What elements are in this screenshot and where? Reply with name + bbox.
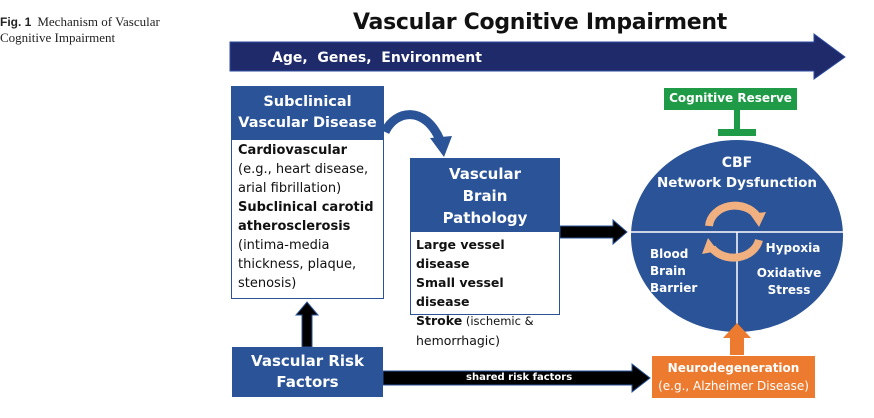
brain-label: Brain bbox=[650, 264, 686, 278]
cycle-arrow-bottom bbox=[708, 238, 763, 262]
risk-to-subclinical-arrow bbox=[294, 301, 320, 348]
subclinical-line: Subclinical carotid bbox=[238, 200, 374, 215]
brain-pathology-header-line-1: Vascular bbox=[448, 165, 522, 183]
cognitive-reserve-box: Cognitive Reserve bbox=[664, 88, 797, 110]
blood-label: Blood bbox=[650, 247, 689, 261]
cycle-arrow-bottom-head bbox=[702, 238, 718, 254]
subclinical-header: Subclinical Vascular Disease bbox=[231, 86, 384, 140]
brain-pathology-line-3: Stroke (ischemic & bbox=[416, 311, 554, 331]
figure-caption: Fig. 1 Mechanism of Vascular Cognitive Im… bbox=[0, 14, 210, 45]
risk-factors-line-1: Vascular Risk bbox=[251, 352, 364, 370]
subclinical-line: stenosis) bbox=[238, 276, 297, 291]
alzheimer-label: (e.g., Alzheimer Disease) bbox=[658, 379, 809, 393]
subclinical-line: (intima-media bbox=[238, 238, 330, 253]
brain-pathology-header-line-3: Pathology bbox=[442, 209, 528, 227]
circle-top-label: CBF Network Dysfunction bbox=[640, 153, 834, 193]
risk-factors-box: Vascular Risk Factors bbox=[232, 347, 383, 397]
age-genes-environment-arrow bbox=[229, 33, 846, 80]
band-arrow-label: Age, Genes, Environment bbox=[272, 50, 482, 66]
barrier-label: Barrier bbox=[650, 281, 698, 295]
oxidative-label: Oxidative bbox=[756, 266, 822, 280]
subclinical-header-line-2: Vascular Disease bbox=[238, 115, 377, 131]
brain-pathology-header: Vascular Brain Pathology bbox=[410, 158, 560, 232]
subclinical-header-line-1: Subclinical bbox=[263, 94, 352, 110]
brain-pathology-body: Large vessel disease Small vessel diseas… bbox=[410, 231, 560, 348]
neuro-to-circle-arrow bbox=[723, 323, 751, 355]
cognitive-reserve-bar bbox=[718, 129, 756, 136]
cycle-arrow-top-head bbox=[750, 212, 766, 227]
stress-label: Stress bbox=[767, 283, 811, 297]
shared-risk-factors-label: shared risk factors bbox=[466, 372, 573, 383]
hypoxia-label: Hypoxia bbox=[765, 241, 821, 255]
caption-line-1: Mechanism of Vascular bbox=[37, 14, 160, 29]
caption-line-2: Cognitive Impairment bbox=[0, 30, 116, 45]
curved-arrow bbox=[380, 110, 445, 142]
neurodegeneration-label: Neurodegeneration bbox=[667, 361, 800, 375]
curved-arrow-head bbox=[430, 136, 452, 157]
brain-pathology-line-1: Large vessel disease bbox=[416, 237, 505, 271]
stroke-label: Stroke bbox=[416, 313, 463, 328]
subclinical-line: arial fibrillation) bbox=[238, 181, 342, 196]
subclinical-line: (e.g., heart disease, bbox=[238, 162, 369, 177]
stroke-detail: (ischemic & bbox=[462, 314, 534, 328]
brain-pathology-line-2: Small vessel disease bbox=[416, 275, 504, 309]
cycle-arrow-top bbox=[705, 201, 761, 227]
pathology-to-circle-arrow bbox=[559, 218, 628, 246]
subclinical-body: Cardiovascular (e.g., heart disease, ari… bbox=[231, 139, 384, 299]
cbf-label: CBF bbox=[721, 155, 753, 171]
neurodegeneration-box: Neurodegeneration (e.g., Alzheimer Disea… bbox=[652, 356, 815, 398]
subclinical-line: thickness, plaque, bbox=[238, 257, 357, 272]
circle-right-label: Hypoxia Oxidative Stress bbox=[744, 240, 834, 299]
risk-factors-line-2: Factors bbox=[276, 373, 339, 391]
diagram-title: Vascular Cognitive Impairment bbox=[353, 10, 727, 35]
subclinical-line: Cardiovascular bbox=[238, 143, 348, 158]
figure-label: Fig. 1 bbox=[0, 15, 32, 29]
shared-risk-factors-arrow bbox=[382, 362, 651, 394]
network-dysfunction-label: Network Dysfunction bbox=[656, 175, 818, 191]
circle-left-label: Blood Brain Barrier bbox=[650, 246, 706, 297]
subclinical-line: atherosclerosis bbox=[238, 219, 351, 234]
brain-pathology-line-4: hemorrhagic) bbox=[416, 333, 501, 348]
brain-pathology-header-line-2: Brain bbox=[462, 187, 508, 205]
cognitive-reserve-stem bbox=[734, 110, 740, 130]
